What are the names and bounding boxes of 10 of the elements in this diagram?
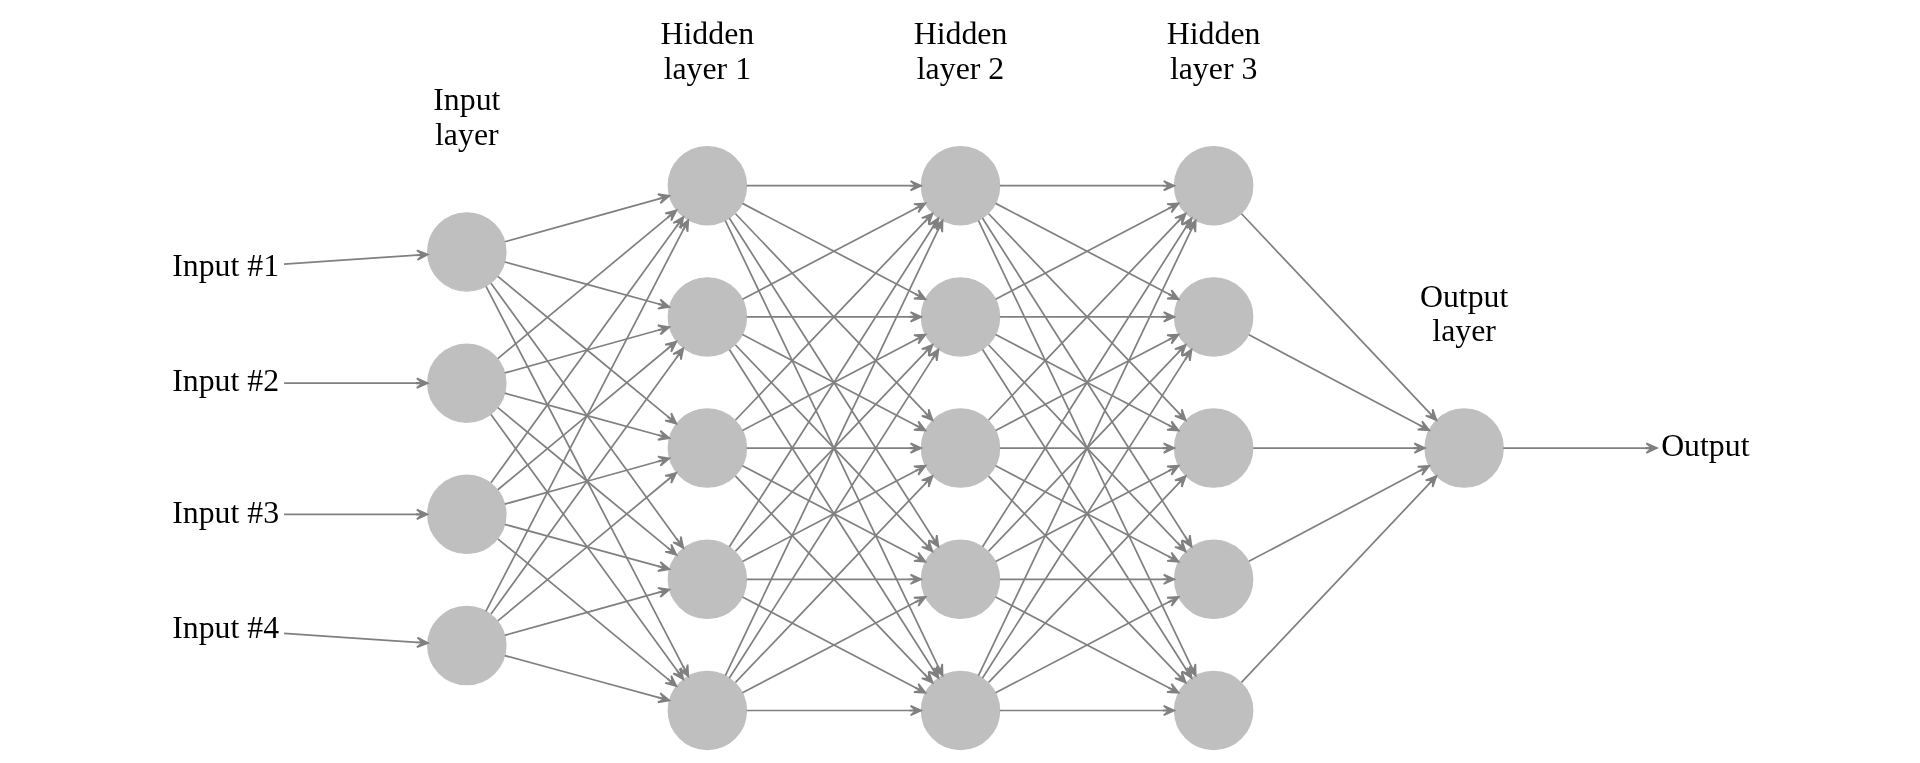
label: Hidden layer 2 <box>913 16 1007 86</box>
label: Hidden layer 3 <box>1166 16 1260 86</box>
node-text: Input #4 <box>171 609 279 645</box>
label: Output layer <box>1419 278 1508 349</box>
node-text: Output <box>1660 428 1749 464</box>
node-text: Input #2 <box>171 363 279 399</box>
label: Input layer <box>432 82 500 152</box>
node-text: Input #1 <box>171 248 279 284</box>
node-text: Input #3 <box>171 494 279 530</box>
label: Hidden layer 1 <box>660 16 754 86</box>
